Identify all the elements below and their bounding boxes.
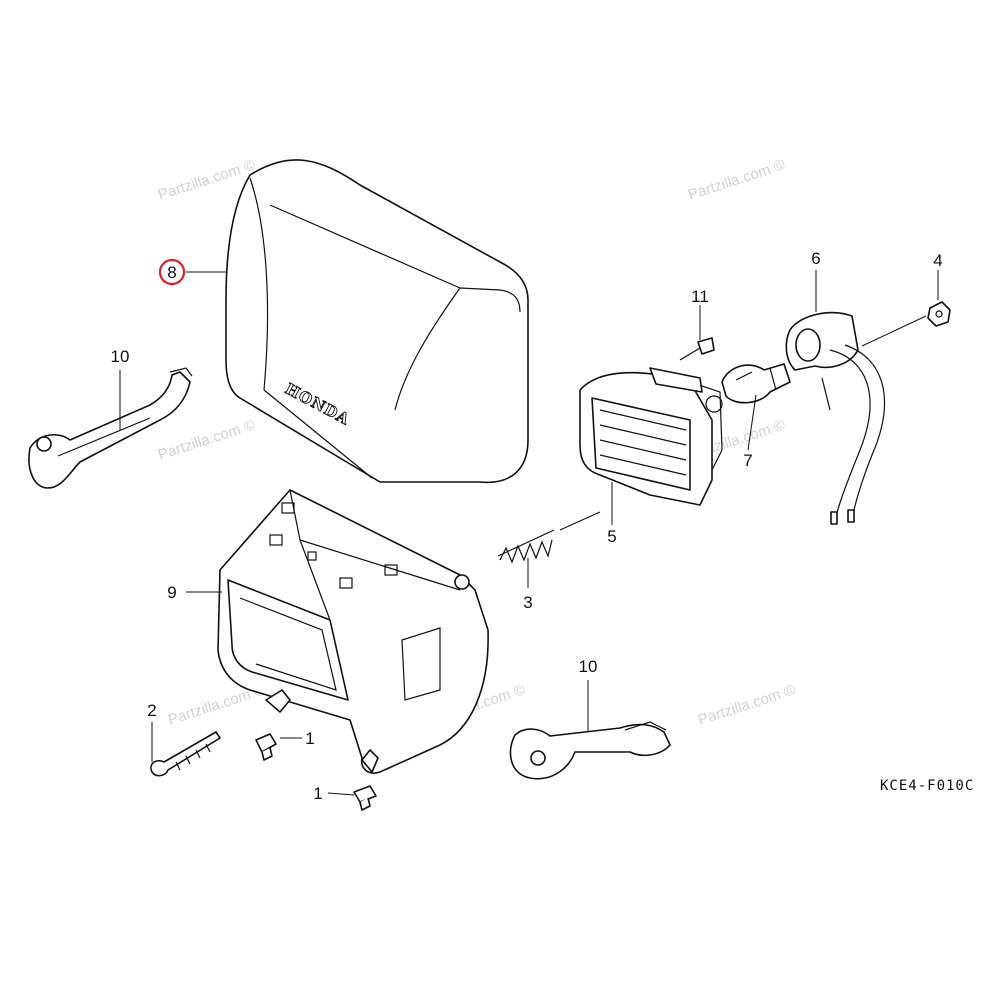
- watermark: Partzilla.com ©: [686, 156, 787, 203]
- headlight-unit-part[interactable]: [579, 367, 723, 506]
- screw-part[interactable]: [679, 337, 715, 361]
- headlight-cowl-part[interactable]: HONDA: [225, 159, 529, 484]
- headlight-case-part[interactable]: [217, 489, 489, 774]
- callout-9[interactable]: 9: [167, 583, 176, 602]
- callout-2[interactable]: 2: [147, 701, 156, 720]
- grommet-part-lower[interactable]: [353, 785, 377, 811]
- long-bolt-part[interactable]: [150, 731, 221, 777]
- mount-strap-lower[interactable]: [509, 721, 671, 780]
- callout-1-lower[interactable]: 1: [313, 784, 322, 803]
- bulb-socket-part[interactable]: [785, 311, 886, 525]
- callout-4[interactable]: 4: [933, 251, 942, 270]
- callout-7[interactable]: 7: [743, 451, 752, 470]
- callout-8[interactable]: 8: [167, 263, 176, 282]
- spring-part[interactable]: [497, 529, 555, 564]
- diagram-code: KCE4-F010C: [880, 778, 974, 794]
- watermark: Partzilla.com ©: [156, 416, 257, 463]
- mount-strap-upper[interactable]: [28, 367, 193, 489]
- callout-10-upper[interactable]: 10: [111, 347, 130, 366]
- highlight-ring: [158, 258, 186, 286]
- watermark: Partzilla.com ©: [696, 681, 797, 728]
- callout-11[interactable]: 11: [691, 287, 709, 306]
- callouts: 8 10 11 6 4 7 5 9 3 2 1 1 10: [111, 249, 943, 803]
- bulb-part[interactable]: [721, 363, 791, 404]
- callout-5[interactable]: 5: [607, 527, 616, 546]
- nut-part[interactable]: [927, 301, 951, 327]
- callout-10-lower[interactable]: 10: [579, 657, 598, 676]
- callout-1-upper[interactable]: 1: [305, 729, 314, 748]
- callout-6[interactable]: 6: [811, 249, 820, 268]
- grommet-part-upper[interactable]: [255, 733, 277, 761]
- leader-lines: [119, 270, 939, 796]
- callout-3[interactable]: 3: [523, 593, 532, 612]
